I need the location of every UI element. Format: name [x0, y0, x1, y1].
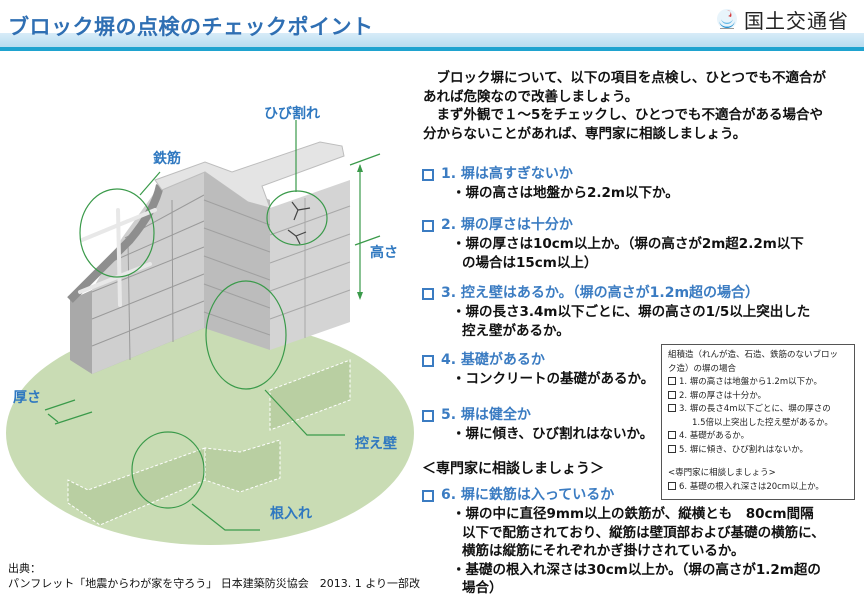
checkbox-icon[interactable] — [668, 444, 676, 453]
checkbox-icon[interactable] — [668, 431, 676, 439]
checkbox-icon[interactable] — [422, 409, 434, 422]
item-text: 場合） — [462, 580, 503, 596]
item-text: 横筋は縦筋にそれぞれかぎ掛けされているか。 — [462, 543, 745, 559]
item-title: 6. 塀に鉄筋は入っているか — [441, 487, 615, 503]
checklist-item-4: 4. 基礎があるか ・コンクリートの基礎があるか。 — [422, 351, 654, 389]
masonry-item-4: 4. 基礎があるか。 — [668, 430, 848, 444]
label-rebar: 鉄筋 — [153, 151, 181, 167]
consult-heading: ＜専門家に相談しましょう＞ — [422, 461, 604, 477]
header-band — [0, 33, 864, 48]
item-title: 1. 塀は高すぎないか — [441, 166, 573, 182]
checkbox-icon[interactable] — [422, 168, 434, 181]
item-text: ・コンクリートの基礎があるか。 — [452, 371, 655, 387]
checkbox-icon[interactable] — [422, 287, 434, 300]
ground-ellipse — [6, 321, 414, 545]
header-rule — [0, 47, 864, 51]
checklist-item-1: 1. 塀は高すぎないか ・塀の高さは地盤から2.2m以下か。 — [422, 165, 679, 203]
label-thickness: 厚さ — [13, 390, 41, 406]
label-crack: ひび割れ — [264, 106, 320, 122]
label-embedment: 根入れ — [270, 506, 312, 522]
item-text: 以下で配筋されており、縦筋は壁頂部および基礎の横筋に、 — [462, 524, 825, 541]
item-text: 控え壁があるか。 — [462, 322, 570, 339]
checkbox-icon[interactable] — [668, 390, 676, 399]
checkbox-icon[interactable] — [668, 377, 676, 385]
masonry-item-6: 6. 基礎の根入れ深さは20cm以上か。 — [668, 481, 848, 495]
intro-line: 分からないことがあれば、専門家に相談しましょう。 — [423, 125, 747, 142]
source-citation: 出典： パンフレット「地震からわが家を守ろう」 日本建築防災協会 2013. 1… — [8, 561, 420, 591]
intro-line: ブロック塀について、以下の項目を点検し、ひとつでも不適合が — [423, 70, 826, 86]
label-buttress: 控え壁 — [355, 436, 397, 452]
masonry-item-2: 2. 塀の厚さは十分か。 — [668, 390, 848, 404]
item-text: の場合は15cm以上） — [462, 254, 598, 271]
checklist-item-5: 5. 塀は健全か ・塀に傾き、ひび割れはないか。 — [422, 406, 653, 444]
masonry-item-5: 5. 塀に傾き、ひび割れはないか。 — [668, 444, 848, 458]
source-text: パンフレット「地震からわが家を守ろう」 日本建築防災協会 2013. 1 より一… — [8, 577, 420, 590]
block-wall-diagram — [6, 120, 414, 545]
item-text: ・塀の厚さは10cm以上か。（塀の高さが2m超2.2m以下 — [452, 236, 804, 252]
checklist-item-3: 3. 控え壁はあるか。（塀の高さが1.2m超の場合） ・塀の長さ3.4m以下ごと… — [422, 284, 810, 340]
masonry-wall-note-box: 組積造（れんが造、石造、鉄筋のないブロッ ク造）の塀の場合 1. 塀の高さは地盤… — [661, 344, 855, 500]
item-text: ・塀の長さ3.4m以下ごとに、塀の高さの1/5以上突出した — [452, 304, 811, 320]
item-text: ・塀の中に直径9mm以上の鉄筋が、縦横とも 80cm間隔 — [452, 506, 814, 522]
block-wall-illustration: ひび割れ 鉄筋 高さ 厚さ 控え壁 根入れ — [0, 60, 420, 550]
checkbox-icon[interactable] — [422, 219, 434, 232]
checkbox-icon[interactable] — [668, 481, 676, 490]
item-title: 4. 基礎があるか — [441, 352, 545, 368]
checklist-item-6: 6. 塀に鉄筋は入っているか ・塀の中に直径9mm以上の鉄筋が、縦横とも 80c… — [422, 486, 825, 598]
checkbox-icon[interactable] — [668, 404, 676, 412]
checkbox-icon[interactable] — [422, 354, 434, 367]
source-label: 出典： — [8, 562, 41, 575]
item-text: ・塀に傾き、ひび割れはないか。 — [452, 426, 654, 442]
item-title: 3. 控え壁はあるか。（塀の高さが1.2m超の場合） — [441, 285, 760, 301]
item-text: ・基礎の根入れ深さは30cm以上か。（塀の高さが1.2m超の — [452, 561, 821, 578]
item-text: ・塀の高さは地盤から2.2m以下か。 — [452, 185, 679, 201]
masonry-heading: 組積造（れんが造、石造、鉄筋のないブロッ — [668, 350, 839, 360]
masonry-heading: ク造）の塀の場合 — [668, 363, 737, 374]
mlit-emblem-icon — [717, 9, 737, 29]
header: ブロック塀の点検のチェックポイント 国土交通省 — [0, 0, 864, 52]
page-title: ブロック塀の点検のチェックポイント — [8, 15, 374, 39]
masonry-consult: <専門家に相談しましょう> — [668, 468, 776, 478]
item-title: 5. 塀は健全か — [441, 407, 531, 423]
masonry-item-3: 3. 塀の長さ4m以下ごとに、塀の厚さの — [668, 403, 848, 417]
masonry-item-1: 1. 塀の高さは地盤から1.2m以下か。 — [668, 376, 848, 390]
label-height: 高さ — [370, 245, 398, 261]
masonry-item-3-cont: 1.5倍以上突出した控え壁があるか。 — [692, 417, 833, 428]
intro-text: ブロック塀について、以下の項目を点検し、ひとつでも不適合が あれば危険なので改善… — [423, 69, 853, 143]
item-title: 2. 塀の厚さは十分か — [441, 217, 573, 233]
checkbox-icon[interactable] — [422, 489, 434, 502]
mlit-logo: 国土交通省 — [716, 6, 849, 33]
logo-text: 国土交通省 — [744, 8, 849, 33]
checklist-item-2: 2. 塀の厚さは十分か ・塀の厚さは10cm以上か。（塀の高さが2m超2.2m以… — [422, 216, 804, 272]
intro-line: あれば危険なので改善しましょう。 — [423, 88, 639, 105]
intro-line: まず外観で１～5をチェックし、ひとつでも不適合がある場合や — [423, 107, 823, 123]
